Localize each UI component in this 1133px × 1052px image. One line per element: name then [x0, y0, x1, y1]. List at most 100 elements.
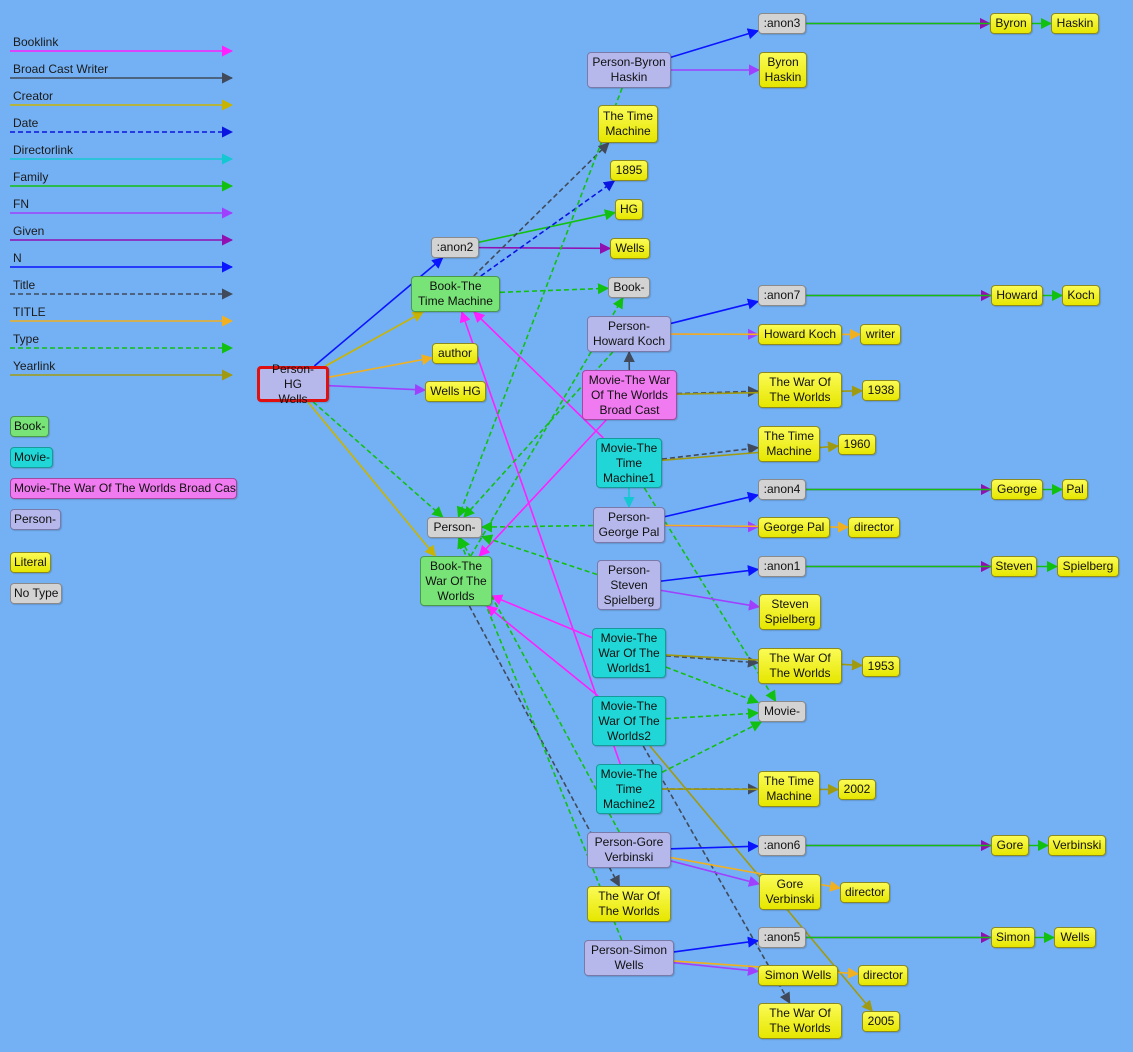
legend-label: FN — [13, 197, 29, 211]
legend-label: Date — [13, 116, 39, 130]
edge-type — [665, 666, 760, 704]
node-m-w1[interactable]: Movie-The War Of The Worlds1 — [592, 628, 666, 678]
node-wells-l[interactable]: Wells — [1054, 927, 1096, 948]
node-w2-title[interactable]: The War Of The Worlds — [758, 1003, 842, 1039]
node-wells[interactable]: Wells — [610, 238, 650, 259]
node-anon1[interactable]: :anon1 — [758, 556, 806, 577]
legend-label: Title — [13, 278, 36, 292]
node-y1960[interactable]: 1960 — [838, 434, 876, 455]
node-y1953[interactable]: 1953 — [862, 656, 900, 677]
legend-label: N — [13, 251, 22, 265]
node-byron-l[interactable]: Byron — [990, 13, 1032, 34]
legend-label: Family — [13, 170, 49, 184]
edge-title — [328, 354, 434, 379]
edge-n — [313, 257, 444, 367]
node-dir-gore[interactable]: director — [840, 882, 890, 903]
node-anon6[interactable]: :anon6 — [758, 835, 806, 856]
node-george[interactable]: Person- George Pal — [593, 507, 665, 543]
node-verbinski-l[interactable]: Verbinski — [1048, 835, 1106, 856]
edge-booklink — [459, 310, 621, 765]
node-m-t-m2[interactable]: Movie-The Time Machine2 — [596, 764, 662, 814]
node-bcast[interactable]: Movie-The War Of The Worlds Broad Cast — [582, 370, 677, 420]
node-howard[interactable]: Person- Howard Koch — [587, 316, 671, 352]
node-steven[interactable]: Person- Steven Spielberg — [597, 560, 661, 610]
legend-label: Booklink — [13, 35, 59, 49]
node-pal-l[interactable]: Pal — [1062, 479, 1088, 500]
node-howard-l[interactable]: Howard — [991, 285, 1043, 306]
node-haskin-l[interactable]: Haskin — [1051, 13, 1099, 34]
node-simon-l[interactable]: Simon — [991, 927, 1035, 948]
node-gore[interactable]: Person-Gore Verbinski — [587, 832, 671, 868]
node-george-l[interactable]: George — [991, 479, 1043, 500]
edge-fn — [328, 384, 427, 396]
node-anon2[interactable]: :anon2 — [431, 237, 479, 258]
legend-key-notype: No Type — [10, 583, 62, 604]
edge-booklink — [478, 419, 607, 557]
node-wotw-title[interactable]: The War Of The Worlds — [587, 886, 671, 922]
node-m-w2[interactable]: Movie-The War Of The Worlds2 — [592, 696, 666, 746]
node-gore-verbinski-l[interactable]: Gore Verbinski — [759, 874, 821, 910]
node-w1-title[interactable]: The War Of The Worlds — [758, 648, 842, 684]
node-dir-simon[interactable]: director — [858, 965, 908, 986]
node-anon5[interactable]: :anon5 — [758, 927, 806, 948]
legend-key-movie: Movie- — [10, 447, 53, 468]
node-book-t-m[interactable]: Book-The Time Machine — [411, 276, 500, 312]
node-bc-title[interactable]: The War Of The Worlds — [758, 372, 842, 408]
edge-fn — [673, 961, 760, 976]
node-tm2-title[interactable]: The Time Machine — [758, 771, 820, 807]
node-anon7[interactable]: :anon7 — [758, 285, 806, 306]
node-tm-title[interactable]: The Time Machine — [598, 105, 658, 143]
edge-fn — [670, 860, 761, 887]
node-person-type[interactable]: Person- — [427, 517, 482, 538]
node-wells-h-g[interactable]: Wells HG — [425, 381, 486, 402]
edge-title — [661, 443, 760, 460]
node-m-t-m1[interactable]: Movie-The Time Machine1 — [596, 438, 662, 488]
edge-n — [670, 298, 760, 325]
node-root[interactable]: Person-HG Wells — [257, 362, 329, 406]
node-steven-spielberg-l[interactable]: Steven Spielberg — [759, 594, 821, 630]
edge-title — [676, 385, 760, 398]
node-book-w-o-t-w[interactable]: Book-The War Of The Worlds — [420, 556, 492, 606]
node-y2002[interactable]: 2002 — [838, 779, 876, 800]
node-steven-l[interactable]: Steven — [991, 556, 1037, 577]
node-y2005[interactable]: 2005 — [862, 1011, 900, 1032]
edge-creator — [307, 401, 437, 557]
edge-type — [499, 283, 610, 295]
node-writer-l[interactable]: writer — [860, 324, 901, 345]
node-movie-type[interactable]: Movie- — [758, 701, 806, 722]
node-tm1-title[interactable]: The Time Machine — [758, 426, 820, 462]
node-anon4[interactable]: :anon4 — [758, 479, 806, 500]
node-koch-l[interactable]: Koch — [1062, 285, 1100, 306]
node-hg[interactable]: HG — [615, 199, 643, 220]
edge-n — [660, 565, 760, 582]
node-y1938[interactable]: 1938 — [862, 380, 900, 401]
node-simon[interactable]: Person-Simon Wells — [584, 940, 674, 976]
node-author[interactable]: author — [432, 343, 478, 364]
node-y1895[interactable]: 1895 — [610, 160, 648, 181]
edge-family — [478, 209, 617, 244]
legend-label: Creator — [13, 89, 54, 103]
node-byron-haskin-l[interactable]: Byron Haskin — [759, 52, 807, 88]
legend-label: Broad Cast Writer — [13, 62, 109, 76]
node-dir-george[interactable]: director — [848, 517, 900, 538]
edge-date — [480, 180, 616, 277]
node-anon3[interactable]: :anon3 — [758, 13, 806, 34]
node-spielberg-l[interactable]: Spielberg — [1057, 556, 1119, 577]
edge-booklink — [473, 311, 604, 439]
edge-given — [478, 242, 612, 254]
edge-type — [480, 534, 598, 576]
edge-title — [473, 142, 610, 277]
node-howard-koch-l[interactable]: Howard Koch — [758, 324, 842, 345]
node-george-pal-l[interactable]: George Pal — [758, 517, 830, 538]
node-byron[interactable]: Person-Byron Haskin — [587, 52, 671, 88]
edge-n — [670, 28, 760, 59]
edge-booklink — [486, 605, 599, 697]
edge-creator — [325, 311, 424, 367]
edge-n — [673, 936, 760, 953]
node-gore-l[interactable]: Gore — [991, 835, 1029, 856]
node-book-type[interactable]: Book- — [608, 277, 650, 298]
node-simon-wells-l[interactable]: Simon Wells — [758, 965, 838, 986]
legend-key-person: Person- — [10, 509, 61, 530]
edge-n — [664, 491, 760, 518]
